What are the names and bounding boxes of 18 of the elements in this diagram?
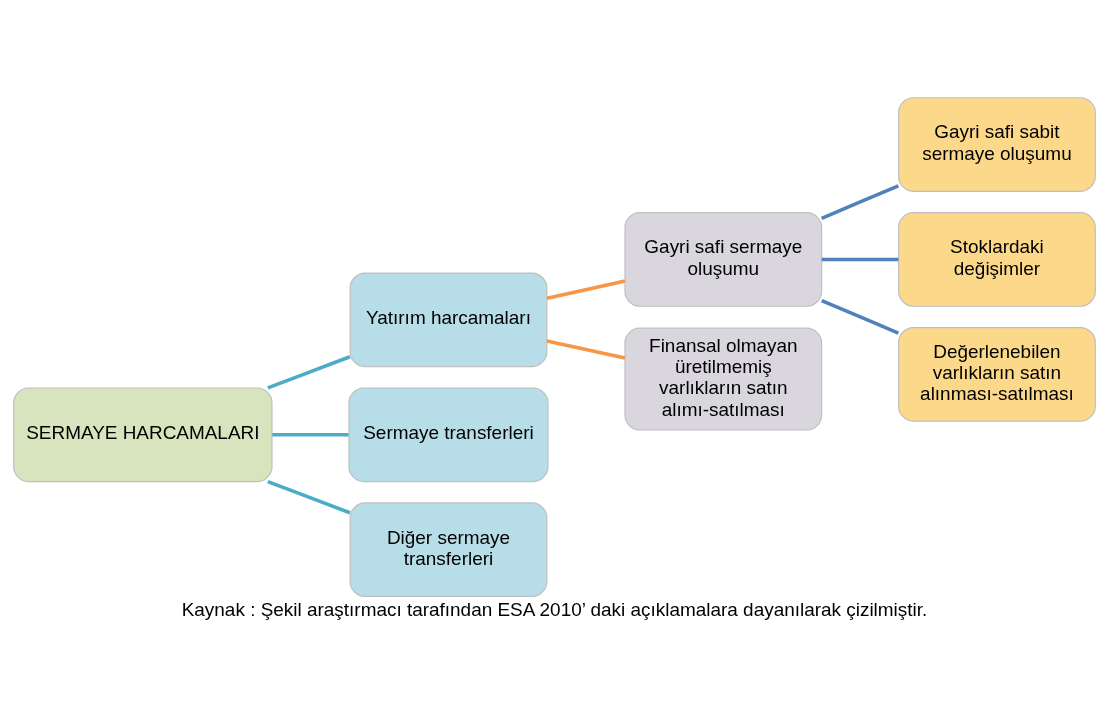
caption: Kaynak : Şekil araştırmacı tarafından ESA 2010’ daki açıklamalara dayanılarak çizilmiştir. [181,598,928,620]
connector [546,338,626,360]
node-box: SERMAYE HARCAMALARI [13,386,273,482]
node-box: Değerlenebilen varlıkların satın alınması-satılması [898,326,1096,422]
connector [267,354,351,390]
node-box: Diğer sermaye transferleri [349,501,548,597]
node-box: Sermaye transferleri [348,386,549,482]
connector [821,257,899,261]
connector [546,278,626,300]
connector [267,479,351,514]
node-box: Gayri safi sabit sermaye oluşumu [898,96,1096,192]
node-box: Stoklardaki değişimler [898,211,1096,307]
connector [272,432,349,437]
connector [820,298,900,335]
node-box: Finansal olmayan üretilmemiş varlıkların satın alımı-satılması [624,327,823,431]
node-box: Gayri safi sermaye oluşumu [624,211,823,307]
connector [820,183,900,220]
node-box: Yatırım harcamaları [349,271,548,367]
